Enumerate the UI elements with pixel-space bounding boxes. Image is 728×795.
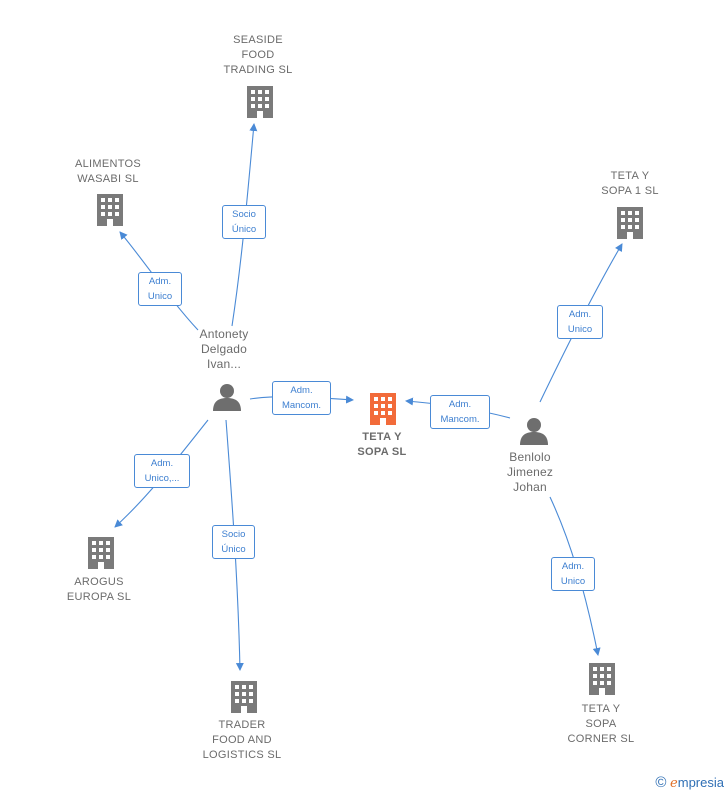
edge-label-antonety-center: Adm. Mancom. <box>272 381 331 415</box>
node-label-trader[interactable]: TRADER FOOD AND LOGISTICS SL <box>202 719 282 761</box>
edge-label-antonety-trader: Socio Único <box>212 525 255 559</box>
node-label-alimentos[interactable]: ALIMENTOS WASABI SL <box>74 158 142 185</box>
node-label-benlolo[interactable]: Benlolo Jimenez Johan <box>506 450 554 494</box>
building-icon <box>97 194 123 226</box>
edge-label-benlolo-center: Adm. Mancom. <box>430 395 490 429</box>
edge-label-benlolo-corner: Adm. Unico <box>551 557 595 591</box>
edge-label-antonety-seaside: Socio Único <box>222 205 266 239</box>
person-icon <box>520 418 548 445</box>
building-icon-main <box>370 393 396 425</box>
building-icon <box>617 207 643 239</box>
building-icon <box>589 663 615 695</box>
node-label-seaside[interactable]: SEASIDE FOOD TRADING SL <box>223 34 293 76</box>
edge-label-benlolo-teta1: Adm. Unico <box>557 305 603 339</box>
edge-label-antonety-alimentos: Adm. Unico <box>138 272 182 306</box>
node-label-antonety[interactable]: Antonety Delgado Ivan... <box>199 327 249 371</box>
edge-label-antonety-arogus: Adm. Unico,... <box>134 454 190 488</box>
node-label-center[interactable]: TETA Y SOPA SL <box>357 431 407 458</box>
copyright-icon: © <box>655 774 667 791</box>
node-label-teta1[interactable]: TETA Y SOPA 1 SL <box>601 170 659 197</box>
building-icon <box>247 86 273 118</box>
empresia-logo: © empresia <box>655 774 724 791</box>
person-icon <box>213 384 241 411</box>
node-label-arogus[interactable]: AROGUS EUROPA SL <box>66 576 132 603</box>
brand-name: mpresia <box>677 775 724 790</box>
building-icon <box>88 537 114 569</box>
node-label-corner[interactable]: TETA Y SOPA CORNER SL <box>567 703 635 745</box>
brand-letter: e <box>670 776 678 791</box>
building-icon <box>231 681 257 713</box>
